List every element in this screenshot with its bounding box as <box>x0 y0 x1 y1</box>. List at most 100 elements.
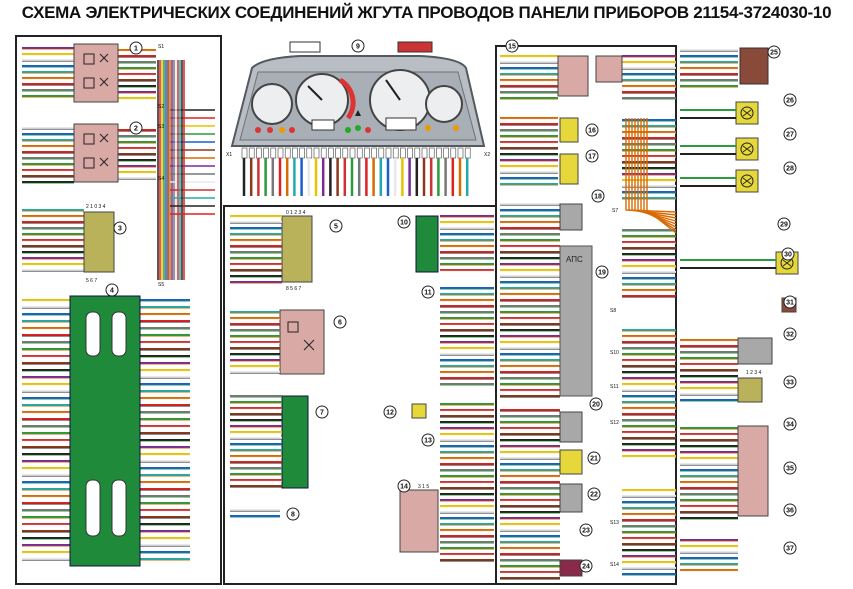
component-number-label: 10 <box>400 220 408 227</box>
relay-icon <box>559 411 583 443</box>
component-number-12 <box>383 405 397 419</box>
label-s7: S7 <box>612 208 618 214</box>
component-number-label: 16 <box>588 128 596 135</box>
component-number-15 <box>505 39 519 53</box>
component-number-label: 7 <box>320 410 324 417</box>
component-number-label: 14 <box>400 484 408 491</box>
component-number-10 <box>397 215 411 229</box>
pin-header-34: 1 2 3 4 <box>746 370 762 376</box>
component-number-label: 28 <box>786 166 794 173</box>
lamps <box>680 101 799 275</box>
component-number-24 <box>579 559 593 573</box>
component-number-9 <box>351 39 365 53</box>
connector-icon <box>289 41 321 53</box>
component-number-30 <box>781 247 795 261</box>
left-panel-frame <box>15 35 222 585</box>
component-number-label: 33 <box>786 380 794 387</box>
label-s14: S14 <box>610 562 619 568</box>
diode-icon <box>411 403 427 419</box>
green-block-10 <box>415 215 439 273</box>
component-number-20 <box>589 397 603 411</box>
pin-footer-5: 8 5 6 7 <box>286 286 302 292</box>
green-block-4 <box>69 295 141 567</box>
relay-icon <box>399 489 439 553</box>
component-number-35 <box>783 461 797 475</box>
component-number-14 <box>397 479 411 493</box>
right-wires <box>500 49 738 580</box>
relay-icon <box>73 43 119 103</box>
relay-icon <box>595 55 623 83</box>
component-number-label: 1 <box>134 46 138 53</box>
label-s10: S10 <box>610 350 619 356</box>
component-number-37 <box>783 541 797 555</box>
relay-icon <box>557 55 589 97</box>
label-s5: S5 <box>158 282 164 288</box>
lamp-icon <box>559 117 579 143</box>
relay-icon <box>559 559 583 577</box>
switch-icon <box>737 377 763 403</box>
component-number-label: 30 <box>784 252 792 259</box>
label-s11: S11 <box>610 384 619 390</box>
component-number-label: 8 <box>291 512 295 519</box>
component-number-label: 13 <box>424 438 432 445</box>
component-number-29 <box>777 217 791 231</box>
component-number-18 <box>591 189 605 203</box>
component-number-31 <box>783 295 797 309</box>
component-number-label: 37 <box>786 546 794 553</box>
switch-icon <box>281 215 313 283</box>
component-number-label: 22 <box>590 492 598 499</box>
component-number-8 <box>286 507 300 521</box>
component-number-27 <box>783 127 797 141</box>
component-number-label: 12 <box>386 410 394 417</box>
label-s3: S3 <box>158 124 164 130</box>
component-number-label: 11 <box>424 290 432 297</box>
instrument-cluster-icon <box>230 55 486 147</box>
diagram-title: СХЕМА ЭЛЕКТРИЧЕСКИХ СОЕДИНЕНИЙ ЖГУТА ПРО… <box>21 3 832 22</box>
green-block-7 <box>281 395 309 489</box>
relay-icon <box>279 309 325 375</box>
component-number-2 <box>129 121 143 135</box>
label-s12: S12 <box>610 420 619 426</box>
connector-icon <box>397 41 433 53</box>
component-number-label: 6 <box>338 320 342 327</box>
component-number-label: 31 <box>786 300 794 307</box>
label-x2: X2 <box>484 152 490 158</box>
component-number-32 <box>783 327 797 341</box>
component-number-label: 35 <box>786 466 794 473</box>
component-number-3 <box>113 221 127 235</box>
lamp-icon <box>559 153 579 185</box>
component-number-label: 4 <box>110 288 114 295</box>
component-number-16 <box>585 123 599 137</box>
lamp-icon <box>737 337 773 365</box>
component-number-4 <box>105 283 119 297</box>
component-number-label: 26 <box>786 98 794 105</box>
component-number-label: 24 <box>582 564 590 571</box>
component-number-1 <box>129 41 143 55</box>
component-number-7 <box>315 405 329 419</box>
component-number-26 <box>783 93 797 107</box>
component-number-11 <box>421 285 435 299</box>
pin-footer-3: 5 6 7 <box>86 278 97 284</box>
component-number-34 <box>783 417 797 431</box>
component-number-label: 34 <box>786 422 794 429</box>
component-number-17 <box>585 149 599 163</box>
component-numbers: 1234567891011121314151617181920212223242… <box>105 39 797 573</box>
label-s8: S8 <box>610 308 616 314</box>
pin-header-5: 0 1 2 3 4 <box>286 210 306 216</box>
component-number-5 <box>329 219 343 233</box>
left-wires <box>22 47 215 561</box>
component-number-label: 5 <box>334 224 338 231</box>
gauge-icon <box>425 85 463 123</box>
component-number-label: 25 <box>770 50 778 57</box>
component-number-19 <box>595 265 609 279</box>
component-number-23 <box>579 523 593 537</box>
gauge-icon <box>251 83 293 125</box>
component-number-33 <box>783 375 797 389</box>
component-number-label: 2 <box>134 126 138 133</box>
pin-header-3: 2 1 0 3 4 <box>86 204 106 210</box>
lamp-icon <box>559 449 583 475</box>
component-number-label: 19 <box>598 270 606 277</box>
component-number-36 <box>783 503 797 517</box>
component-number-label: 27 <box>786 132 794 139</box>
